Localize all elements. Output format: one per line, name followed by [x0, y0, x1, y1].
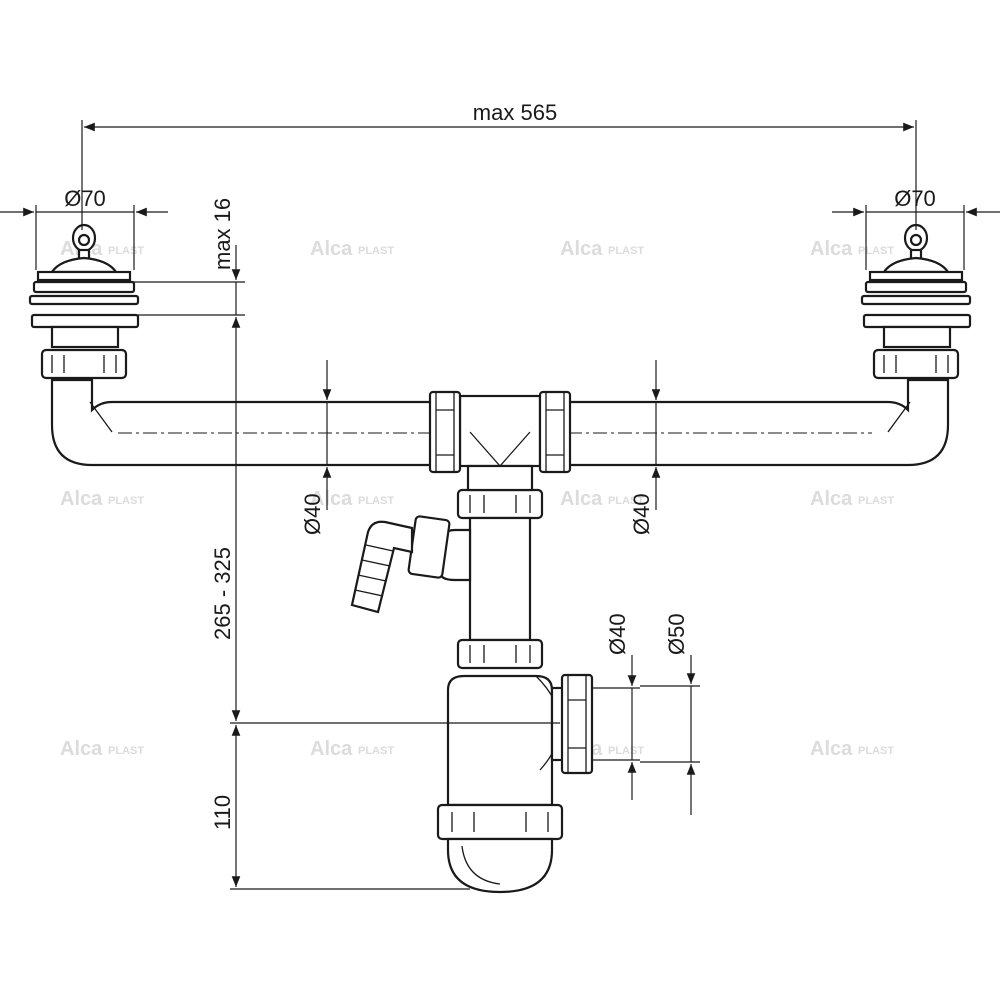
right-sink-outlet: [860, 223, 972, 380]
watermark-brand: Alca: [310, 488, 353, 510]
watermark-suffix: PLAST: [858, 745, 894, 757]
watermark-brand: Alca: [560, 488, 603, 510]
dimension-right-outlet-diameter: Ø70: [894, 186, 936, 211]
watermark-brand: Alca: [310, 738, 353, 760]
watermark-brand: Alca: [810, 488, 853, 510]
side-connector: [350, 515, 472, 614]
dimension-trap-height: 110: [210, 795, 235, 830]
watermark-suffix: PLAST: [858, 495, 894, 507]
trap-outlet-nut: [560, 673, 594, 775]
watermark-brand: Alca: [810, 238, 853, 260]
dimension-left-pipe-diameter: Ø40: [300, 493, 325, 535]
dimension-right-pipe-diameter: Ø40: [629, 493, 654, 535]
dimension-outlet-inner-diameter: Ø40: [605, 613, 630, 655]
dimension-lines: max 565 Ø70 Ø70 max 16 265 - 325 110: [0, 100, 1000, 890]
lower-vertical-nut: [456, 638, 544, 670]
watermark-suffix: PLAST: [108, 245, 144, 257]
watermark-suffix: PLAST: [858, 245, 894, 257]
central-tee: [428, 390, 572, 474]
watermark-suffix: PLAST: [358, 245, 394, 257]
side-connector-nut: [407, 515, 451, 579]
watermark-suffix: PLAST: [108, 745, 144, 757]
left-outlet-nut: [40, 348, 128, 380]
dimension-plug-height: max 16: [210, 198, 235, 270]
right-plug: [881, 256, 951, 274]
bottle-trap: [436, 673, 594, 894]
trap-bottom-nut: [436, 803, 564, 841]
watermark-brand: Alca: [60, 488, 103, 510]
dimension-outlet-outer-diameter: Ø50: [664, 613, 689, 655]
tee-right-nut: [538, 390, 572, 474]
dimension-overall-width: max 565: [473, 100, 557, 125]
tee-left-nut: [428, 390, 462, 474]
watermark-brand: Alca: [560, 238, 603, 260]
watermark-suffix: PLAST: [608, 745, 644, 757]
watermark-brand: Alca: [60, 738, 103, 760]
left-plug: [49, 256, 119, 274]
watermark-suffix: PLAST: [358, 495, 394, 507]
watermark-suffix: PLAST: [608, 245, 644, 257]
watermark-suffix: PLAST: [608, 495, 644, 507]
dimension-left-outlet-diameter: Ø70: [64, 186, 106, 211]
trap-cup: [446, 837, 554, 894]
vertical-pipe: [456, 464, 544, 670]
dimension-vertical-adjust: 265 - 325: [210, 547, 235, 640]
watermark-brand: Alca: [310, 238, 353, 260]
watermark-suffix: PLAST: [108, 495, 144, 507]
hose-barb: [350, 520, 414, 614]
watermark-suffix: PLAST: [358, 745, 394, 757]
right-outlet-nut: [872, 348, 960, 380]
watermark-brand: Alca: [810, 738, 853, 760]
left-sink-outlet: [28, 223, 140, 380]
